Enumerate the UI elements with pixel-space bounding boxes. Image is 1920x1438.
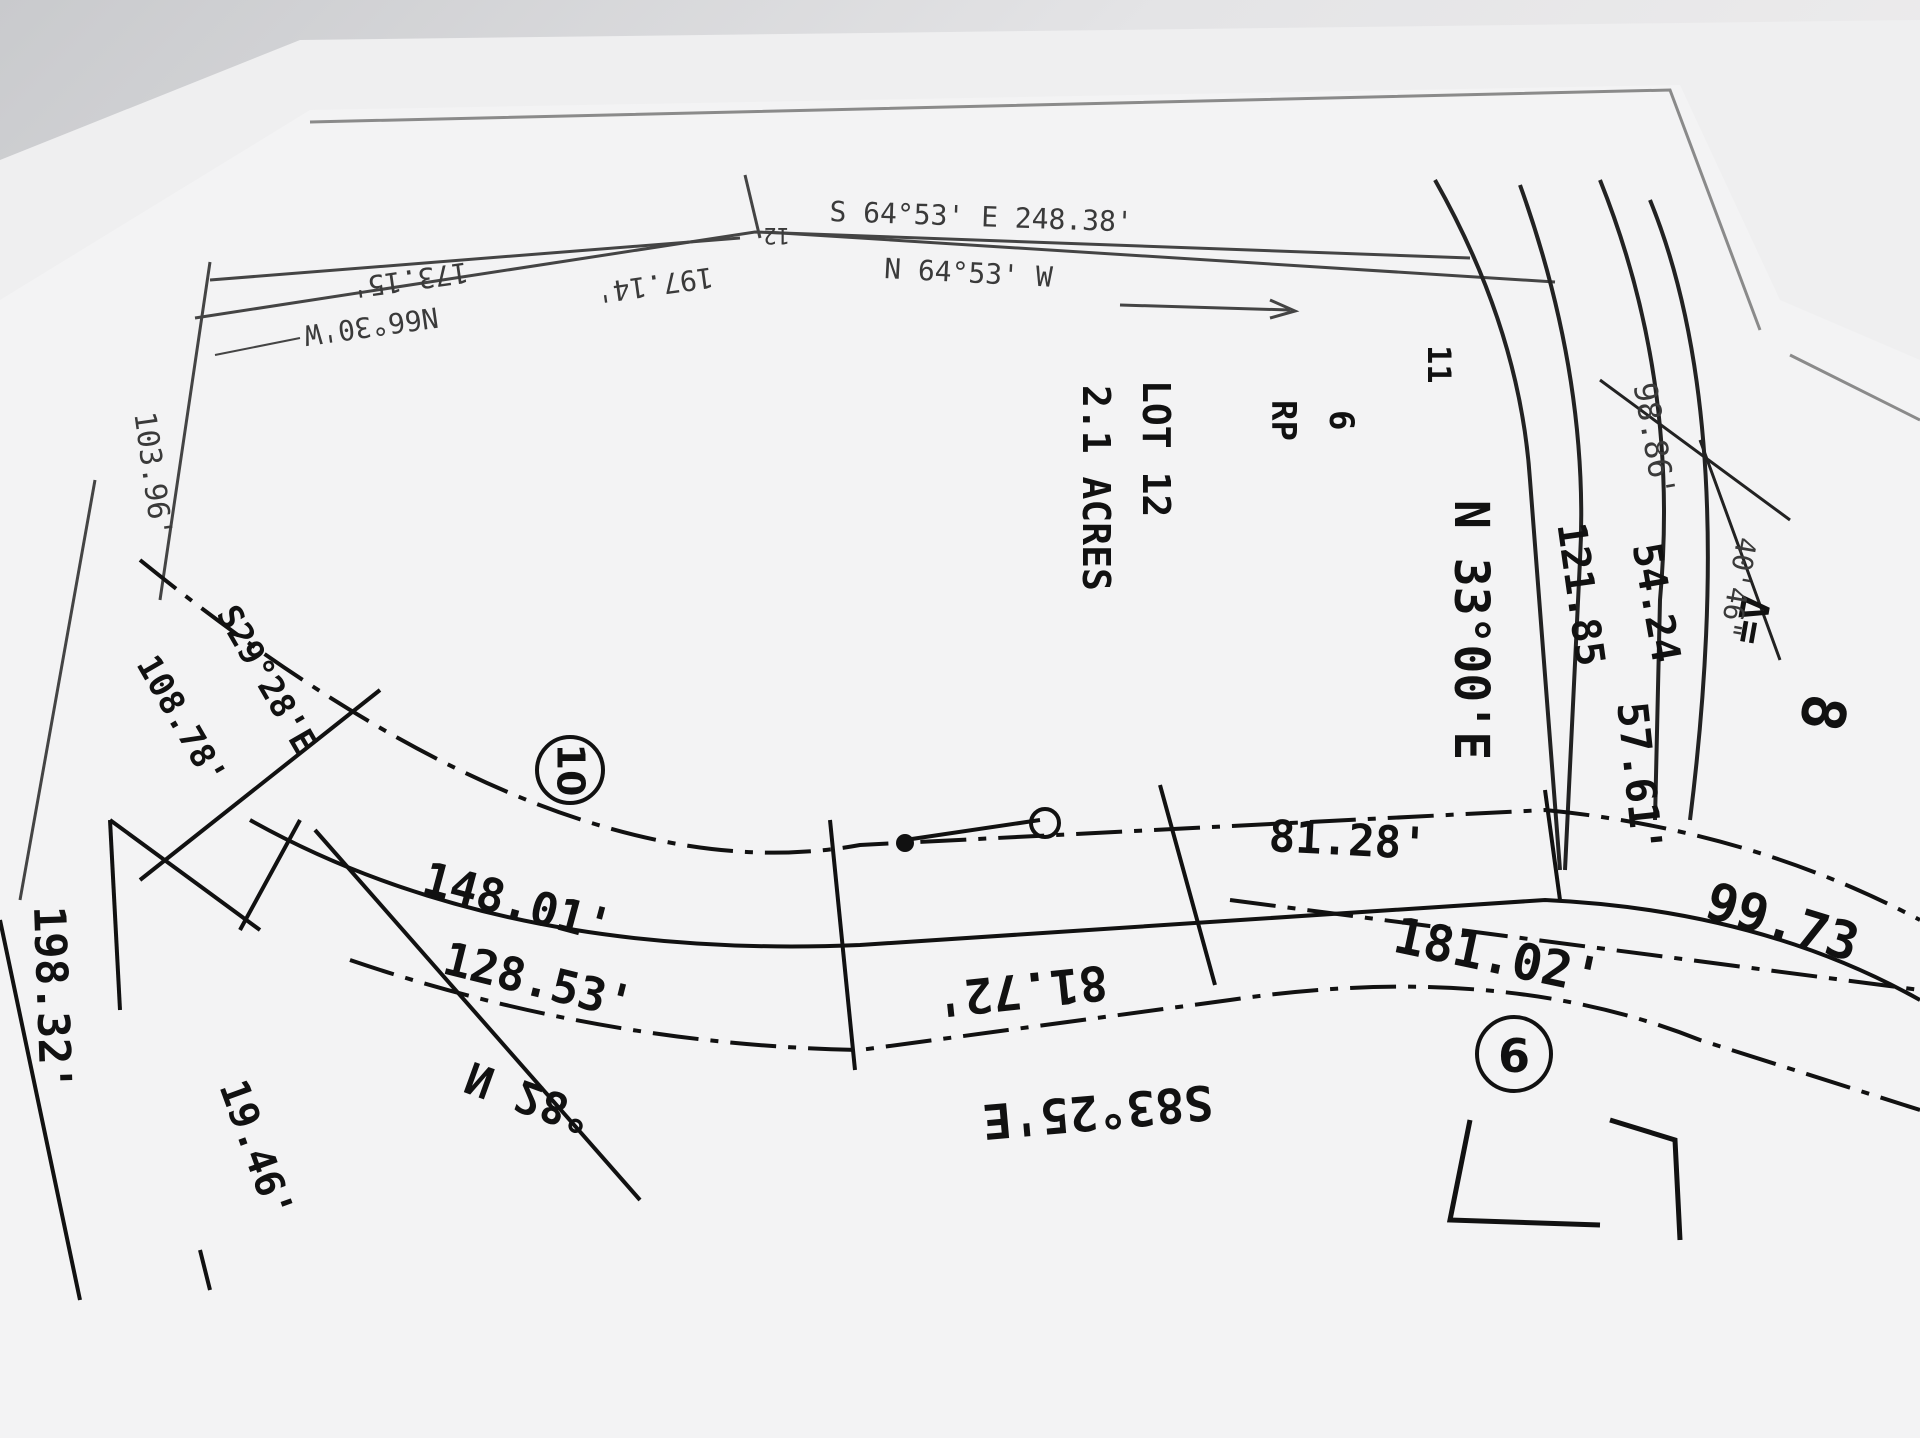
small-arrow-shaft (214, 337, 301, 356)
right-radius-line-2 (1698, 439, 1782, 661)
top-inner-line (764, 230, 1556, 284)
paper-sheet-front (0, 85, 1920, 1438)
road-dash-line (1229, 898, 1920, 992)
tick-3 (1543, 789, 1562, 901)
circled-lot-9-label: 9 (1497, 1027, 1530, 1081)
label-d-198-32: 198.32' (23, 904, 81, 1092)
far-left-lower-line (0, 919, 82, 1301)
right-boundary-3 (1598, 179, 1666, 821)
label-area: 2.1 ACRES (1074, 385, 1118, 591)
right-radius-line-1 (1599, 378, 1791, 522)
tick-1 (828, 819, 857, 1071)
top-left-offset-line (209, 236, 741, 282)
iron-pin-found (896, 834, 914, 852)
right-boundary-2 (1518, 184, 1584, 871)
tick-4 (138, 688, 382, 882)
tick-9 (198, 1249, 212, 1291)
arrow-shaft (1119, 303, 1291, 312)
road-edge-lower (349, 958, 1920, 1112)
circled-lot-10-label: 10 (547, 743, 592, 797)
label-note-rp: RP (1263, 400, 1303, 441)
sheet-border-line-right (1789, 353, 1920, 422)
label-note-6: 6 (1321, 410, 1361, 431)
label-d-11: 11 (1420, 345, 1458, 384)
tick-7 (108, 819, 122, 1011)
road-edge-upper (138, 558, 1920, 922)
label-d-12-side: 12 (763, 222, 791, 247)
tick-6 (108, 818, 262, 932)
label-d-81-28: 81.28' (1267, 811, 1429, 871)
label-lot-12: LOT 12 (1134, 380, 1178, 518)
road-centerline (249, 818, 1920, 1002)
sheet-border-line (309, 88, 1762, 331)
right-boundary-1 (1433, 179, 1562, 871)
easement-link (904, 818, 1041, 842)
tick-5 (238, 819, 302, 931)
arrow-head (1269, 298, 1300, 320)
circled-lot-9: 9 (1475, 1015, 1553, 1093)
iron-pin-set (1029, 807, 1061, 839)
top-corner-tick (743, 174, 762, 239)
circled-lot-10: 10 (535, 735, 605, 805)
far-left-line (18, 479, 97, 901)
building-box-right (1609, 1117, 1683, 1241)
label-top-inner: N 64°53' W (883, 252, 1054, 294)
building-box-left (1446, 1119, 1601, 1228)
tick-8 (313, 828, 642, 1202)
tick-2 (1158, 784, 1217, 986)
right-boundary-4 (1648, 199, 1710, 821)
left-boundary-line (158, 261, 212, 601)
label-right-bearing: N 33°00'E (1443, 500, 1499, 761)
top-boundary-line (194, 230, 1471, 320)
